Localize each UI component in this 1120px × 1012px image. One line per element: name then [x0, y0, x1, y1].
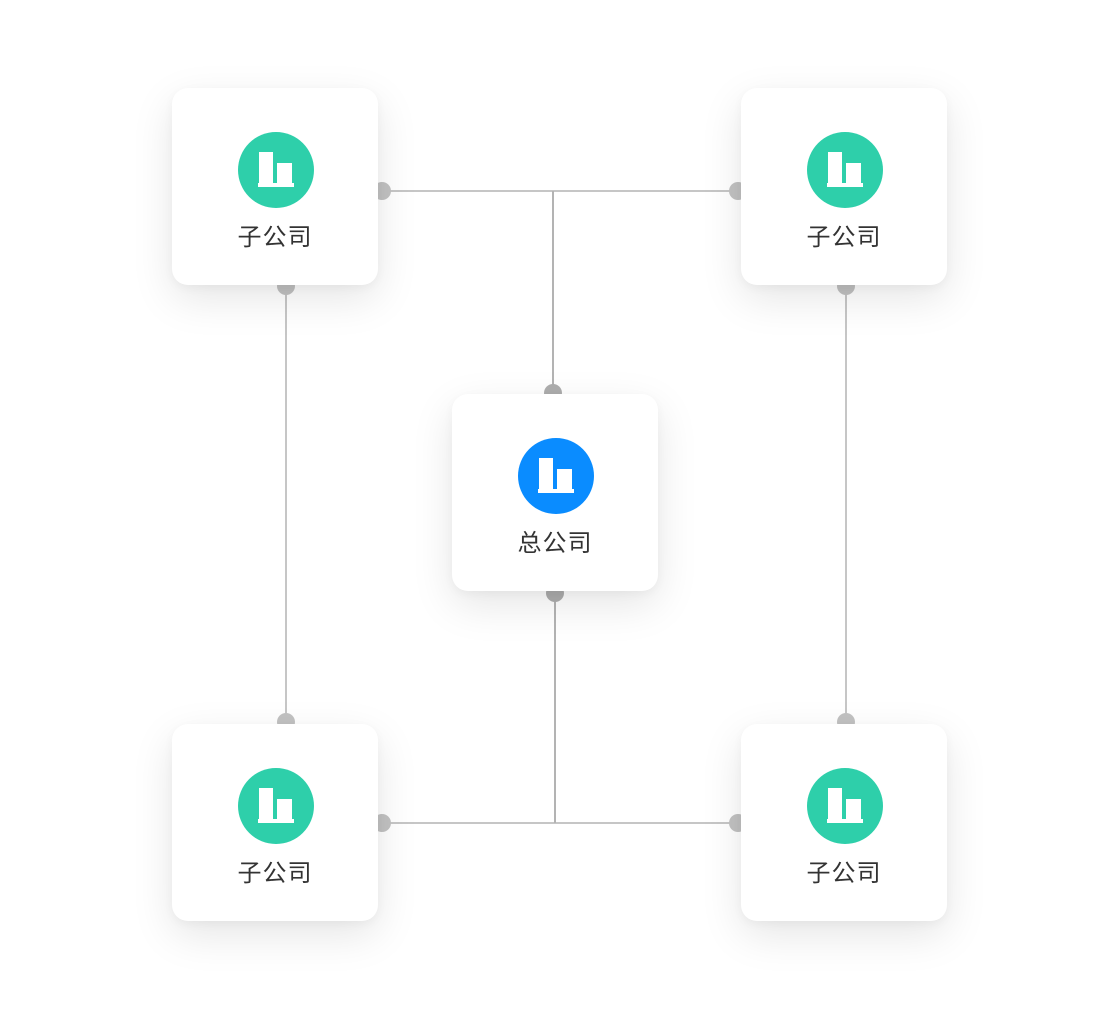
- building-icon: [238, 132, 314, 208]
- subsidiary-node-bottom-right[interactable]: 子公司: [741, 724, 947, 921]
- building-icon: [238, 768, 314, 844]
- subsidiary-node-top-left[interactable]: 子公司: [172, 88, 378, 285]
- node-label: 总公司: [517, 529, 593, 557]
- node-label: 子公司: [237, 223, 313, 251]
- building-icon: [807, 132, 883, 208]
- building-icon: [807, 768, 883, 844]
- node-label: 子公司: [806, 223, 882, 251]
- subsidiary-node-top-right[interactable]: 子公司: [741, 88, 947, 285]
- building-icon: [518, 438, 594, 514]
- node-label: 子公司: [237, 859, 313, 887]
- node-label: 子公司: [806, 859, 882, 887]
- head-office-node[interactable]: 总公司: [452, 394, 658, 591]
- subsidiary-node-bottom-left[interactable]: 子公司: [172, 724, 378, 921]
